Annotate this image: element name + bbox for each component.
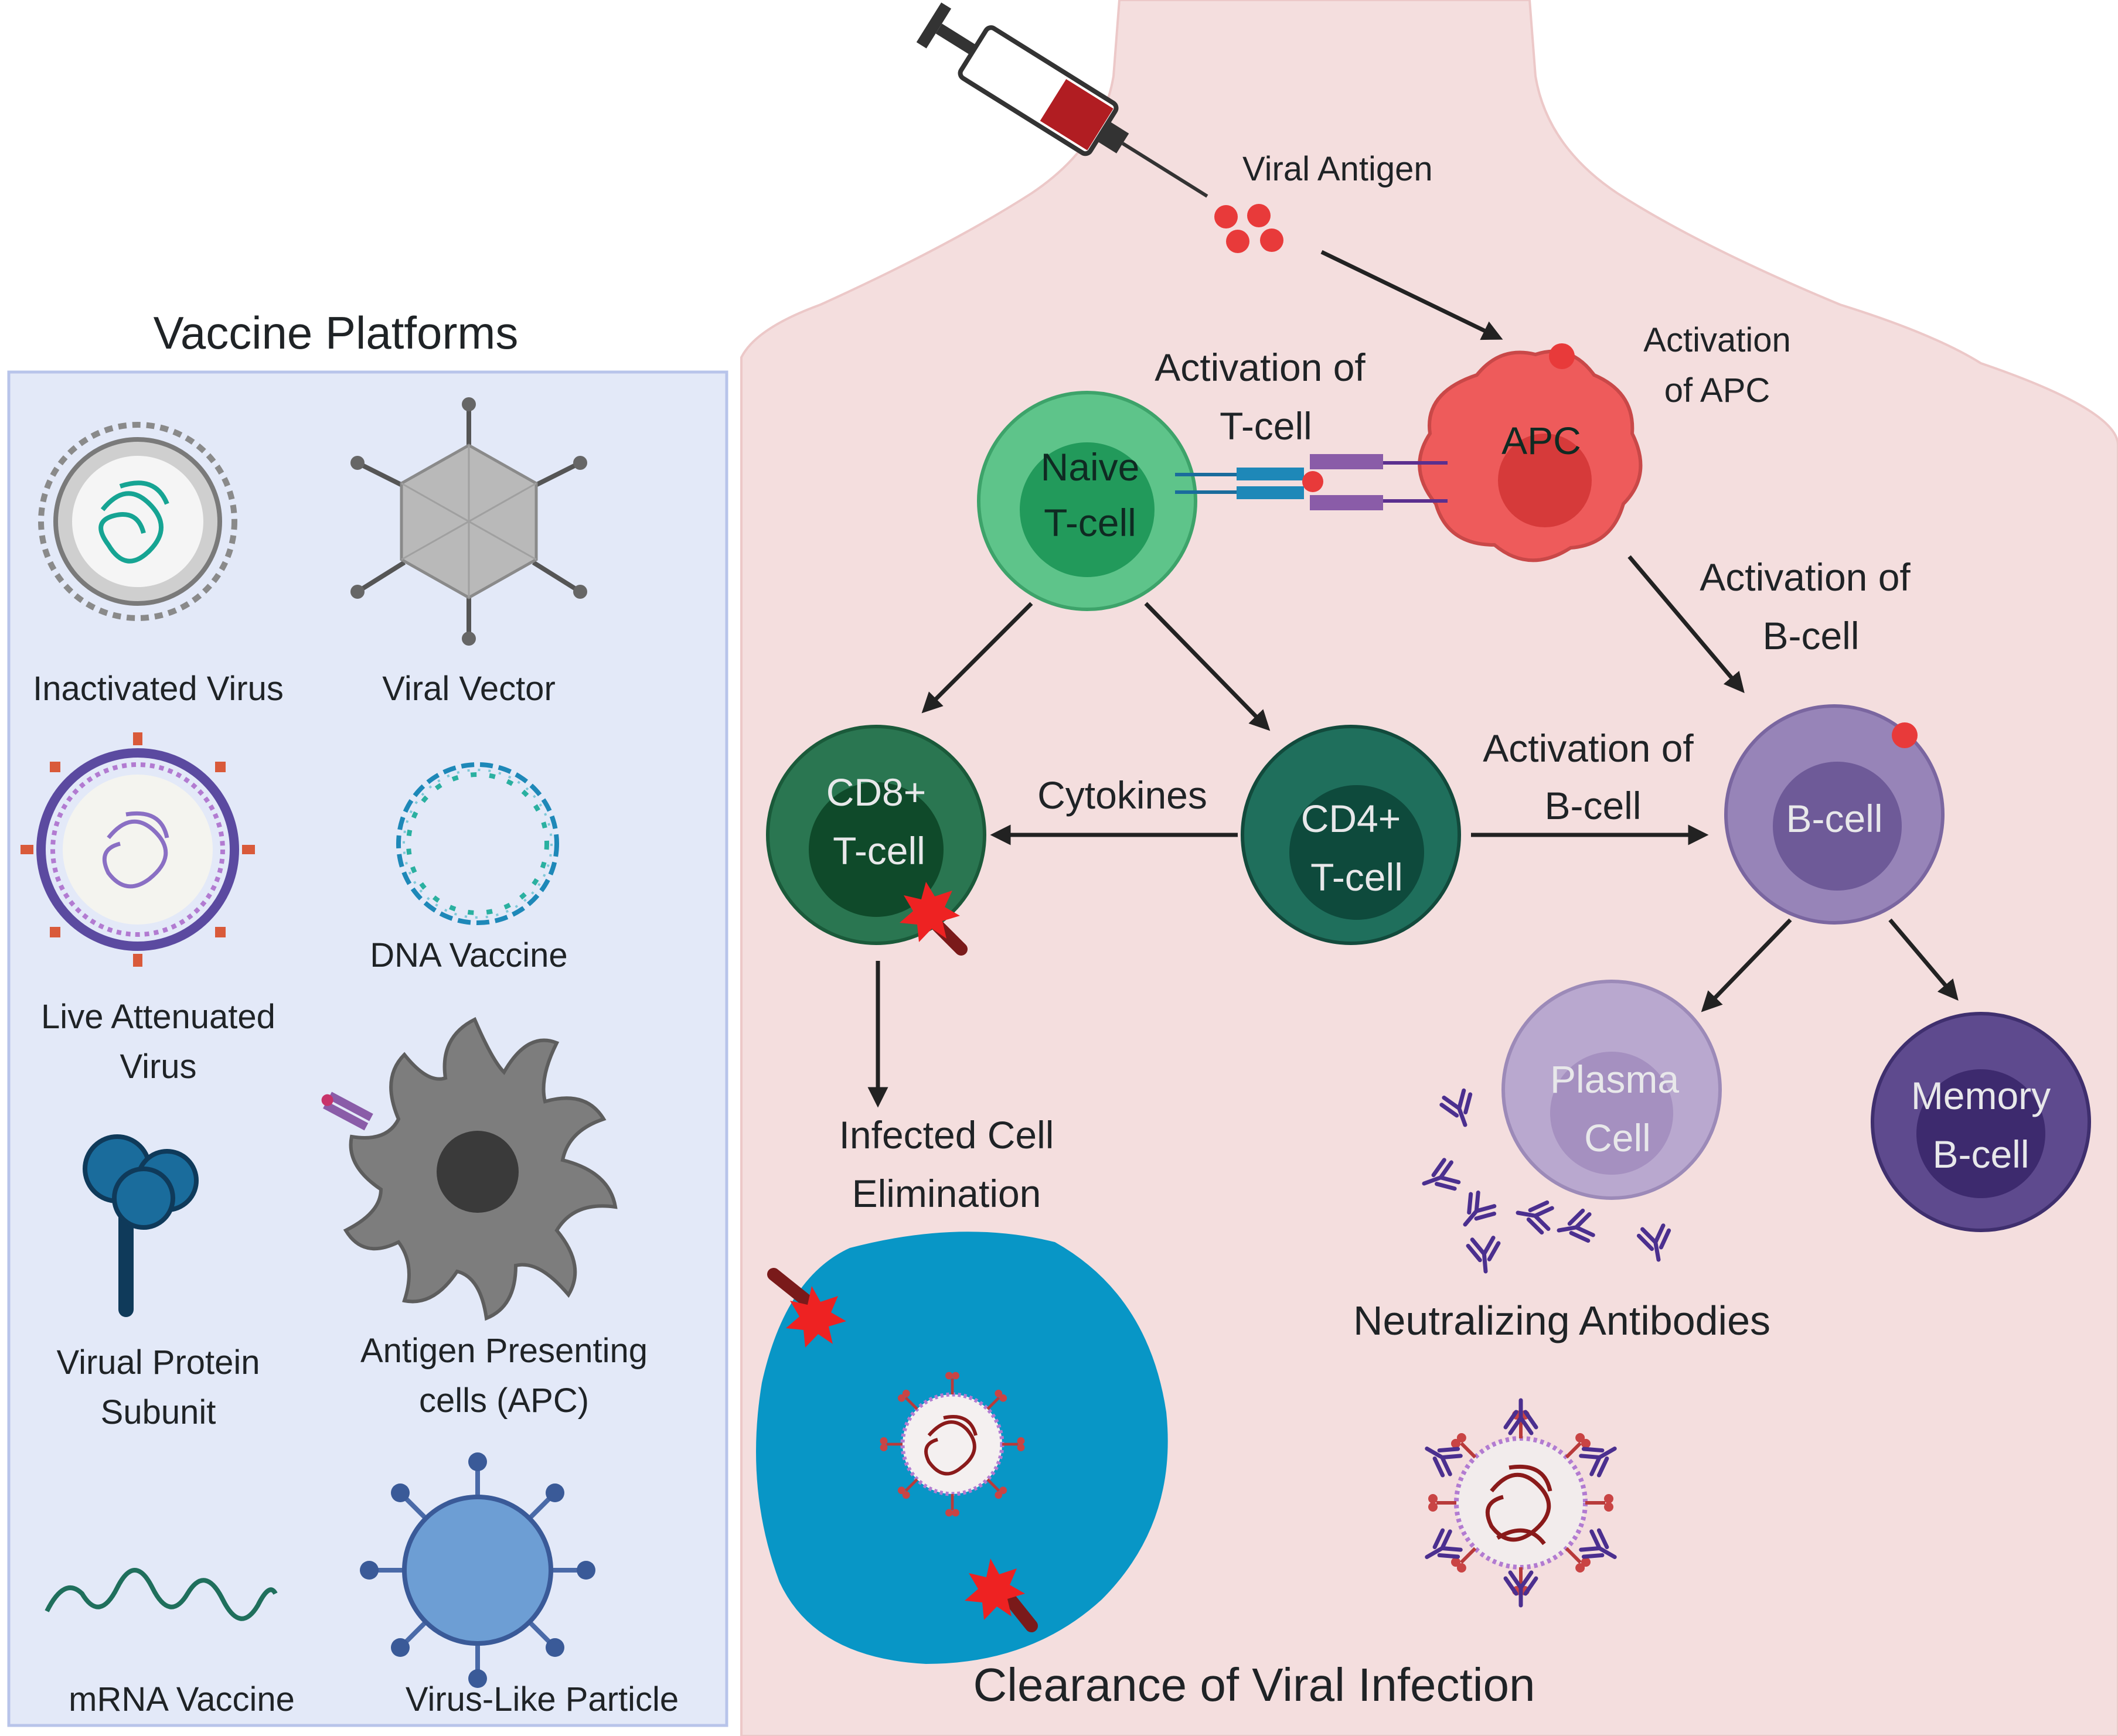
- platform-label-live-attenuated-2: Virus: [120, 1048, 196, 1086]
- neutralizing-label: Neutralizing Antibodies: [1353, 1298, 1770, 1343]
- tcr-mhc-synapse-icon: [1175, 454, 1448, 510]
- cytokines-label: Cytokines: [1037, 773, 1207, 817]
- plasma-label-1: Plasma: [1550, 1058, 1679, 1101]
- apc-to-bcell-arrow: [1627, 555, 1745, 694]
- elimination-label-1: Infected Cell: [839, 1113, 1054, 1157]
- platform-label-apc-2: cells (APC): [419, 1382, 589, 1420]
- antigen-to-apc-arrow: [1320, 250, 1503, 340]
- viral-vector-icon: [350, 397, 587, 646]
- activation-apc-label-2: of APC: [1664, 371, 1770, 410]
- naive-tcell: [977, 391, 1197, 611]
- activation-bcell-top-label-1: Activation of: [1700, 555, 1911, 599]
- activation-tcell-label-2: T-cell: [1220, 404, 1312, 448]
- apc-platform-icon: [321, 1017, 618, 1321]
- cd4-tcell: [1241, 725, 1461, 945]
- memory-label-2: B-cell: [1932, 1133, 2029, 1176]
- apc-cell: [1418, 343, 1643, 562]
- cd4-label-2: T-cell: [1310, 855, 1403, 899]
- infected-cell: [756, 1232, 1168, 1664]
- elimination-label-2: Elimination: [852, 1172, 1041, 1215]
- syringe-icon: [916, 2, 1208, 198]
- plasma-label-2: Cell: [1584, 1116, 1651, 1159]
- cd8-tcell: [766, 725, 986, 956]
- bcell-label: B-cell: [1786, 797, 1882, 840]
- platform-label-dna: DNA Vaccine: [370, 936, 567, 974]
- memory-label-1: Memory: [1911, 1074, 2051, 1117]
- viral-antigen-icon: [1214, 204, 1283, 253]
- panel-title: Vaccine Platforms: [154, 307, 519, 359]
- naive-to-cd4-arrow: [1144, 602, 1271, 731]
- naive-tcell-label-1: Naive: [1041, 445, 1140, 489]
- platform-label-mrna: mRNA Vaccine: [69, 1680, 295, 1718]
- activation-bcell-mid-label-1: Activation of: [1483, 727, 1694, 770]
- cd4-label-1: CD4+: [1301, 797, 1401, 840]
- platform-label-protein-1: Virual Protein: [56, 1343, 260, 1382]
- cd8-label-2: T-cell: [833, 829, 925, 872]
- platform-label-live-attenuated-1: Live Attenuated: [41, 998, 275, 1036]
- platform-label-viral-vector: Viral Vector: [382, 670, 556, 708]
- viral-antigen-label: Viral Antigen: [1242, 150, 1433, 188]
- plasma-cell: [1501, 980, 1722, 1200]
- virus-like-particle-icon: [360, 1452, 595, 1688]
- platform-label-protein-2: Subunit: [101, 1393, 216, 1431]
- cd8-label-1: CD8+: [826, 770, 927, 814]
- activation-bcell-mid-label-2: B-cell: [1544, 784, 1641, 827]
- mrna-icon: [45, 1568, 278, 1621]
- naive-tcell-label-2: T-cell: [1044, 501, 1136, 544]
- inactivated-virus-icon: [38, 422, 237, 621]
- bcell: [1724, 704, 1945, 925]
- apc-label: APC: [1501, 419, 1581, 462]
- bcell-to-memory-arrow: [1888, 918, 1959, 1001]
- protein-subunit-icon: [83, 1134, 199, 1317]
- live-attenuated-virus-icon: [21, 732, 255, 967]
- clearance-label: Clearance of Viral Infection: [973, 1659, 1535, 1711]
- platform-label-apc-1: Antigen Presenting: [360, 1332, 648, 1370]
- dna-vaccine-icon: [396, 762, 559, 925]
- naive-to-cd8-arrow: [921, 602, 1033, 714]
- neutralized-virus-icon: [1419, 1400, 1622, 1605]
- platform-label-vlp: Virus-Like Particle: [406, 1680, 679, 1718]
- activation-tcell-label-1: Activation of: [1155, 346, 1366, 389]
- bcell-to-plasma-arrow: [1701, 918, 1792, 1012]
- activation-bcell-top-label-2: B-cell: [1762, 614, 1859, 657]
- platform-label-inactivated: Inactivated Virus: [33, 670, 284, 708]
- memory-bcell: [1871, 1012, 2091, 1232]
- activation-apc-label-1: Activation: [1643, 321, 1790, 359]
